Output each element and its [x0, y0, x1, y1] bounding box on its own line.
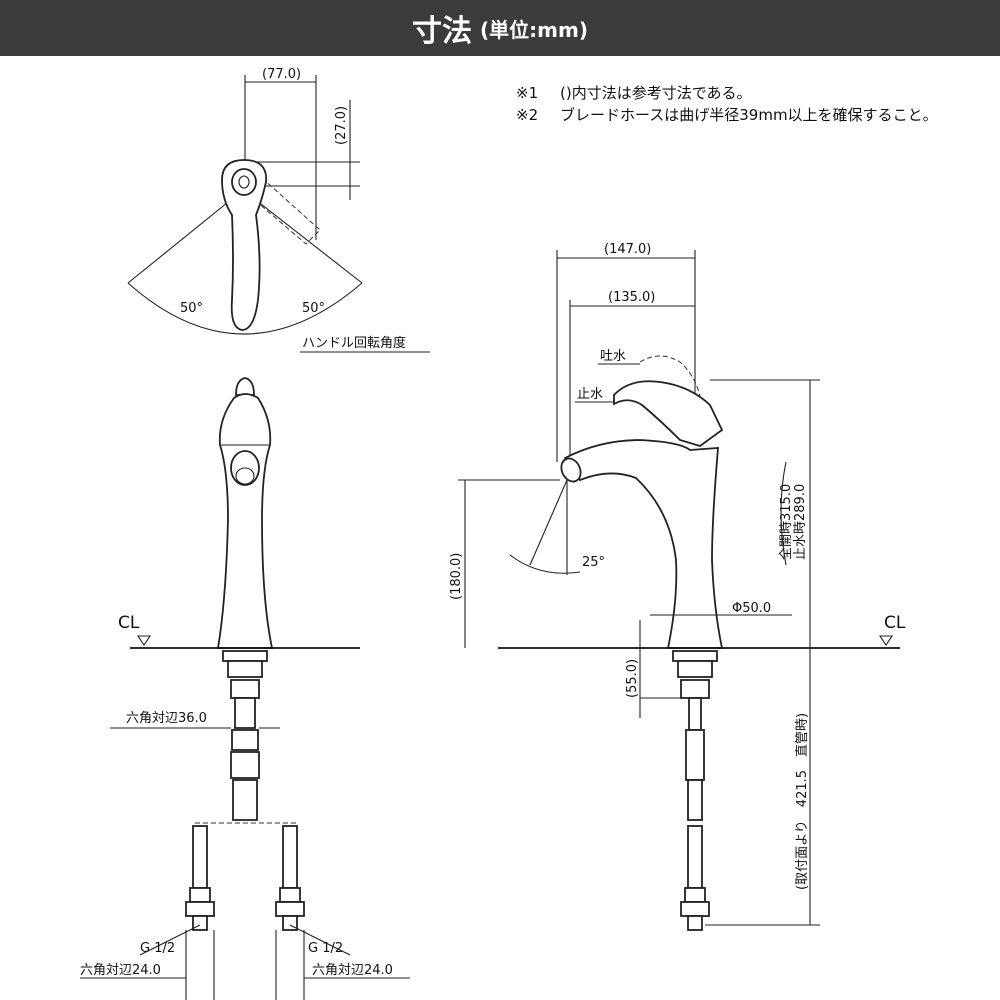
closed-position-label: 止水: [577, 387, 603, 402]
shank-length-dim: (55.0): [625, 659, 640, 698]
base-diameter-dim: Φ50.0: [732, 601, 771, 616]
spout-height-dim: (180.0): [449, 553, 464, 600]
note-1: ※1()内寸法は参考寸法である。: [516, 84, 752, 102]
thread-right-label: G 1/2: [308, 941, 343, 956]
thread-left-label: G 1/2: [140, 941, 175, 956]
reach-total-dim: (147.0): [604, 242, 651, 257]
handle-rotation-caption: ハンドル回転角度: [302, 335, 406, 351]
side-cl-label: CL: [884, 613, 906, 633]
top-width-dim: (77.0): [262, 67, 301, 82]
angle-left-label: 50°: [180, 301, 203, 316]
front-hex-nut-label: 六角対辺36.0: [126, 711, 207, 726]
reach-spout-dim: (135.0): [608, 290, 655, 305]
page-header: 寸法 (単位:mm): [0, 0, 1000, 56]
hex-left-label: 六角対辺24.0: [80, 963, 161, 978]
angle-right-label: 50°: [302, 301, 325, 316]
front-view: CL 六角対辺36.0 G 1/2 G 1/2 六角対辺24.0 六角対辺24.…: [80, 377, 410, 1000]
height-closed-dim: 止水時289.0: [793, 484, 808, 560]
height-open-dim: 全開時315.0: [778, 484, 794, 560]
hose-length-dim: (取付面より 421.5 直管時): [795, 713, 810, 890]
page-title: 寸法: [412, 14, 473, 49]
top-view: (77.0) (27.0) 50° 50° ハンドル回転角度: [127, 67, 430, 353]
unit-label: (単位:mm): [480, 17, 588, 42]
top-depth-dim: (27.0): [334, 106, 349, 145]
open-position-label: 吐水: [600, 349, 626, 364]
front-cl-label: CL: [118, 613, 140, 633]
spout-angle-label: 25°: [582, 555, 605, 570]
side-view: (147.0) (135.0) 吐水 止水 25° (180.0) Φ50.0 …: [449, 242, 906, 931]
hex-right-label: 六角対辺24.0: [312, 963, 393, 978]
